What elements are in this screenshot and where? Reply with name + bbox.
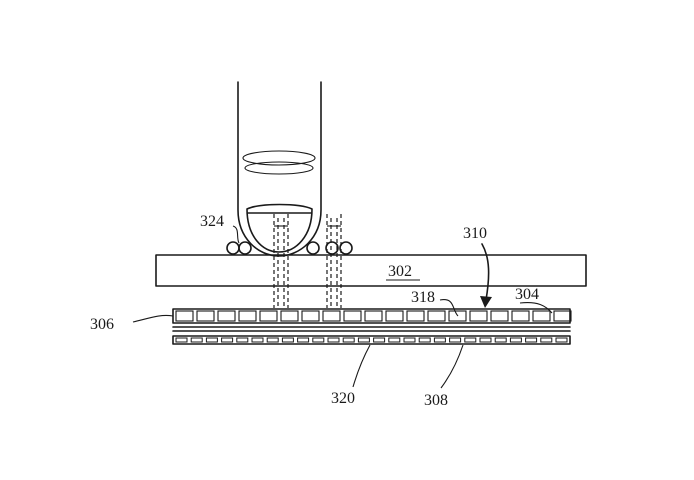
sensor-cell bbox=[312, 337, 325, 343]
sensor-cell bbox=[175, 337, 188, 343]
pixel-cell bbox=[448, 310, 467, 322]
sensor-cell bbox=[540, 337, 553, 343]
label-324: 324 bbox=[200, 213, 224, 230]
droplet bbox=[238, 241, 252, 255]
finger bbox=[237, 81, 322, 257]
leader-324 bbox=[232, 225, 240, 244]
sensor-cell bbox=[418, 337, 431, 343]
finger-ridge-lower bbox=[244, 161, 314, 175]
label-302: 302 bbox=[388, 263, 412, 280]
sensor-row bbox=[175, 337, 568, 343]
leader-304 bbox=[519, 302, 553, 314]
pixel-cell bbox=[427, 310, 446, 322]
droplet bbox=[226, 241, 240, 255]
sensor-cell bbox=[433, 337, 446, 343]
pixel-cell bbox=[259, 310, 278, 322]
sensor-cell bbox=[236, 337, 249, 343]
light-paths bbox=[273, 214, 342, 308]
label-304: 304 bbox=[515, 286, 539, 303]
label-310: 310 bbox=[463, 225, 487, 242]
label-306: 306 bbox=[90, 316, 114, 333]
label-308: 308 bbox=[424, 392, 448, 409]
cover-layer bbox=[155, 254, 587, 287]
sensor-cell bbox=[449, 337, 462, 343]
sensor-cell bbox=[281, 337, 294, 343]
sensor-cell bbox=[403, 337, 416, 343]
sensor-cell bbox=[190, 337, 203, 343]
sensor-cell bbox=[357, 337, 370, 343]
pixel-cell bbox=[532, 310, 551, 322]
label-320: 320 bbox=[331, 390, 355, 407]
pixel-cell bbox=[301, 310, 320, 322]
sensor-cell bbox=[464, 337, 477, 343]
pixel-cell bbox=[280, 310, 299, 322]
sensor-cell bbox=[221, 337, 234, 343]
pixel-cell bbox=[385, 310, 404, 322]
droplet bbox=[339, 241, 353, 255]
pixel-cell bbox=[553, 310, 572, 322]
droplet bbox=[306, 241, 320, 255]
cover-outline bbox=[155, 254, 587, 287]
sensor-cell bbox=[266, 337, 279, 343]
label-318: 318 bbox=[411, 289, 435, 306]
finger-outline bbox=[237, 81, 322, 257]
sensor-cell bbox=[342, 337, 355, 343]
finger-ridge-upper bbox=[242, 150, 316, 166]
sensor-layer-outline bbox=[172, 335, 571, 345]
sensor-cell bbox=[525, 337, 538, 343]
sensor-cell bbox=[494, 337, 507, 343]
pixel-cell bbox=[469, 310, 488, 322]
display-stack bbox=[172, 308, 572, 332]
pixel-cell bbox=[322, 310, 341, 322]
sensor-cell bbox=[388, 337, 401, 343]
pixel-cell bbox=[238, 310, 257, 322]
reference-labels: 324 302 310 318 304 306 320 308 bbox=[90, 213, 539, 409]
leaders bbox=[132, 225, 553, 389]
fingernail bbox=[246, 203, 313, 253]
sensor-cell bbox=[373, 337, 386, 343]
sensor-cell bbox=[327, 337, 340, 343]
sensor-cell bbox=[251, 337, 264, 343]
pixel-cell bbox=[343, 310, 362, 322]
leader-318 bbox=[439, 299, 459, 317]
sensor-cell bbox=[509, 337, 522, 343]
pixel-cell bbox=[511, 310, 530, 322]
pixel-cell bbox=[364, 310, 383, 322]
pixel-row bbox=[175, 310, 572, 322]
pixel-cell bbox=[490, 310, 509, 322]
leader-320 bbox=[352, 344, 371, 388]
droplets bbox=[226, 241, 353, 255]
leader-306 bbox=[132, 314, 174, 323]
arrow-310-head bbox=[480, 296, 492, 308]
arrow-310-shaft bbox=[481, 243, 490, 301]
pixel-cell bbox=[175, 310, 194, 322]
pixel-cell bbox=[196, 310, 215, 322]
sensor-cell bbox=[297, 337, 310, 343]
sensor-cell bbox=[555, 337, 568, 343]
sensor-cell bbox=[479, 337, 492, 343]
sensor-layer bbox=[172, 335, 571, 345]
pixel-cell bbox=[217, 310, 236, 322]
sensor-cell bbox=[205, 337, 218, 343]
leader-308 bbox=[440, 344, 464, 389]
pixel-cell bbox=[406, 310, 425, 322]
droplet bbox=[325, 241, 339, 255]
